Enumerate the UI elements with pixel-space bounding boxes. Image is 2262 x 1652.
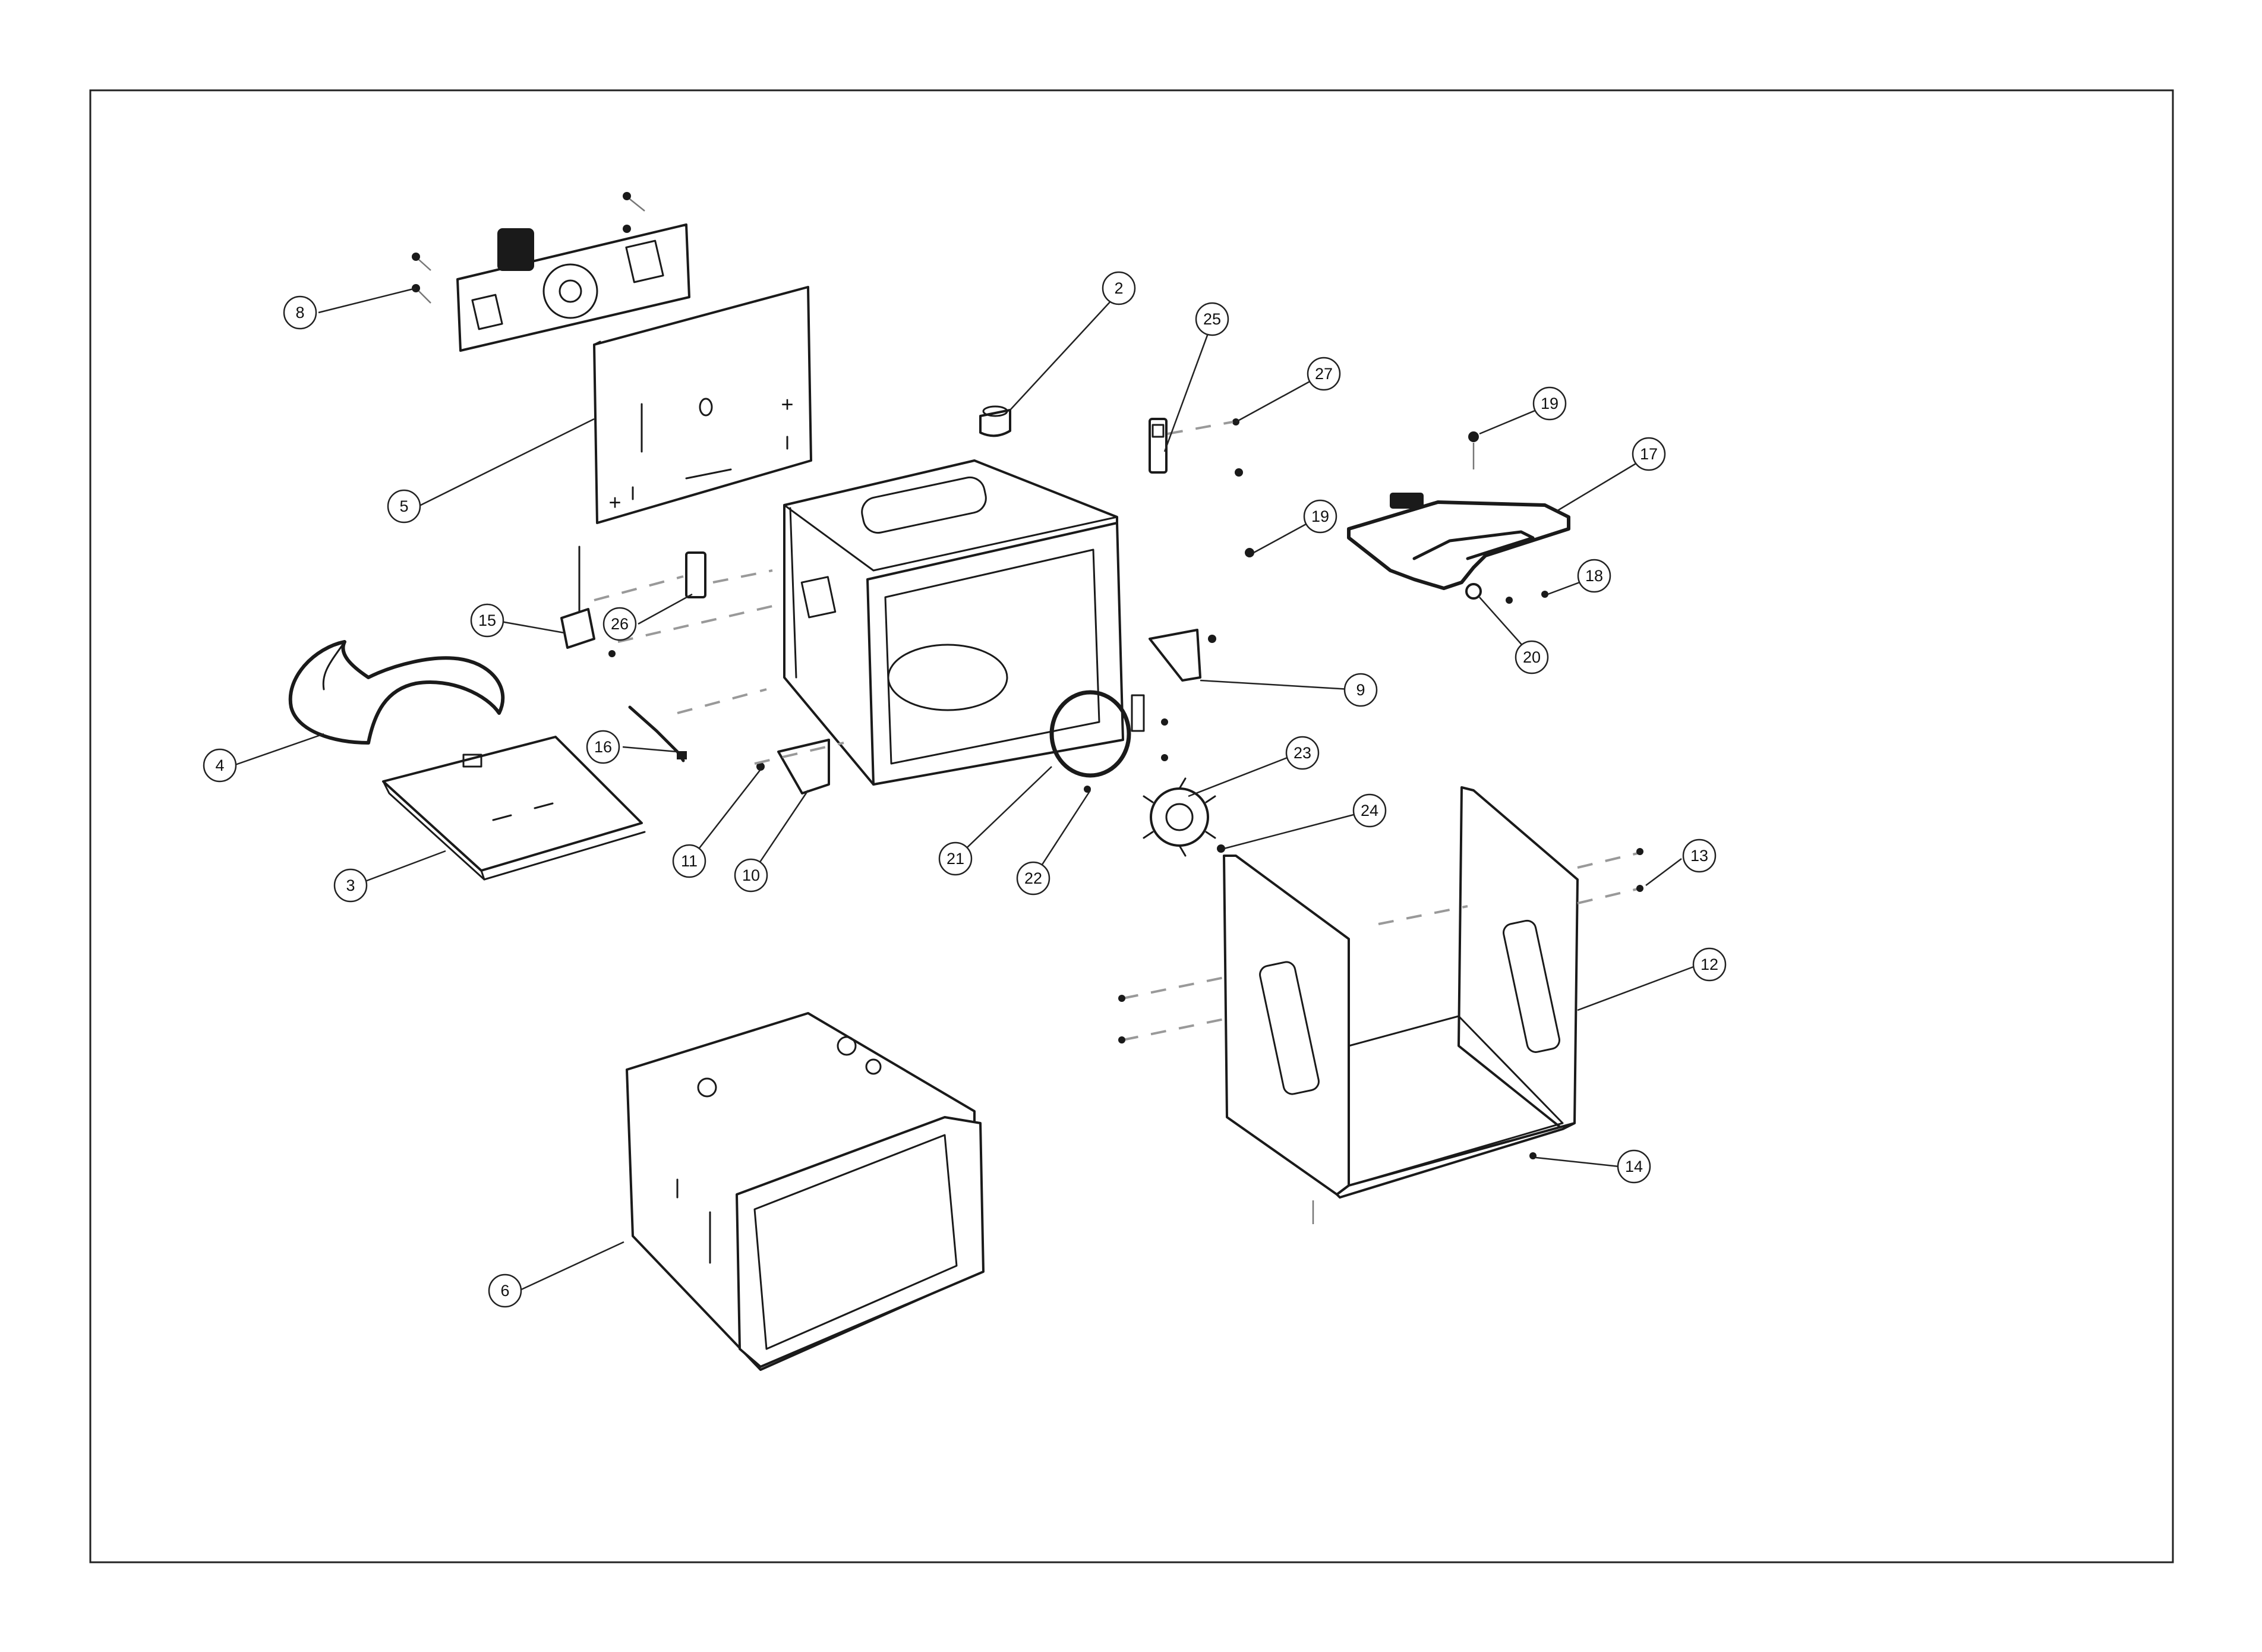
- callout-8-label: 8: [295, 304, 304, 321]
- callout-5: 5: [387, 489, 421, 524]
- part-bracket-left: [594, 551, 773, 643]
- callout-20-label: 20: [1523, 648, 1541, 666]
- callout-12: 12: [1692, 947, 1727, 982]
- callout-11: 11: [672, 844, 706, 878]
- callout-23: 23: [1285, 736, 1320, 770]
- callout-14: 14: [1617, 1149, 1651, 1184]
- callout-21-label: 21: [947, 850, 964, 868]
- callout-24: 24: [1352, 793, 1387, 828]
- part-ring-heating-element: [1049, 690, 1168, 793]
- callout-27: 27: [1307, 357, 1341, 391]
- part-wiring-harness: [628, 688, 767, 762]
- leader-lines: [233, 287, 1694, 1292]
- callout-2-label: 2: [1114, 279, 1123, 297]
- part-hinge-bracket: [1149, 418, 1243, 477]
- callout-11-label: 11: [681, 852, 698, 870]
- callout-18-label: 18: [1585, 567, 1603, 585]
- callout-17-label: 17: [1640, 445, 1658, 463]
- callout-6-label: 6: [500, 1282, 509, 1300]
- callout-24-label: 24: [1361, 802, 1378, 819]
- svg-text:+: +: [781, 392, 793, 417]
- callout-26: 26: [602, 607, 637, 641]
- part-thermostat: [560, 546, 616, 657]
- part-lower-heating-element: [288, 640, 505, 745]
- callout-3: 3: [333, 868, 368, 903]
- part-convection-fan: [1143, 777, 1225, 857]
- callout-15-label: 15: [478, 611, 496, 629]
- callout-19-lower-label: 19: [1311, 507, 1329, 525]
- callout-19-upper: 19: [1532, 386, 1567, 421]
- callout-23-label: 23: [1294, 744, 1311, 762]
- callout-19-upper-label: 19: [1541, 395, 1559, 412]
- callout-15: 15: [470, 603, 504, 638]
- callout-9: 9: [1343, 673, 1378, 707]
- callout-3-label: 3: [346, 877, 355, 894]
- part-side-bracket: [1149, 629, 1216, 682]
- callout-19-lower: 19: [1303, 499, 1337, 534]
- part-back-panel: + +: [593, 286, 812, 524]
- callout-6: 6: [488, 1273, 522, 1308]
- callout-25-label: 25: [1203, 310, 1221, 328]
- callout-4: 4: [203, 748, 237, 783]
- callout-5-label: 5: [399, 497, 408, 515]
- callout-4-label: 4: [215, 756, 224, 774]
- callout-20: 20: [1515, 640, 1549, 674]
- callout-22: 22: [1016, 861, 1050, 896]
- callout-17: 17: [1632, 437, 1666, 471]
- callout-26-label: 26: [611, 615, 629, 633]
- callout-10-label: 10: [742, 866, 760, 884]
- part-side-frame: [1118, 786, 1643, 1224]
- callout-14-label: 14: [1625, 1158, 1643, 1175]
- part-bottom-tray: [382, 736, 646, 881]
- callout-10: 10: [734, 858, 768, 893]
- part-grill-heating-element: [1245, 431, 1570, 604]
- callout-16-label: 16: [594, 738, 612, 756]
- part-oven-cavity: [783, 459, 1124, 786]
- callout-21: 21: [938, 841, 973, 876]
- callout-18: 18: [1577, 559, 1611, 593]
- callout-25: 25: [1195, 302, 1229, 336]
- callout-22-label: 22: [1024, 869, 1042, 887]
- page-frame: [89, 89, 2174, 1563]
- part-lamp-holder: [979, 405, 1011, 437]
- callout-8: 8: [283, 295, 317, 330]
- part-outer-casing: [626, 1012, 985, 1371]
- callout-16: 16: [586, 730, 620, 764]
- callout-13-label: 13: [1690, 847, 1708, 865]
- callout-13: 13: [1682, 838, 1717, 873]
- part-door-catch: [754, 739, 844, 795]
- callout-12-label: 12: [1701, 956, 1718, 973]
- svg-text:+: +: [608, 490, 621, 515]
- callout-2: 2: [1102, 271, 1136, 305]
- callout-27-label: 27: [1315, 365, 1333, 383]
- callout-9-label: 9: [1356, 681, 1365, 699]
- part-fan-motor-plate: [412, 192, 690, 352]
